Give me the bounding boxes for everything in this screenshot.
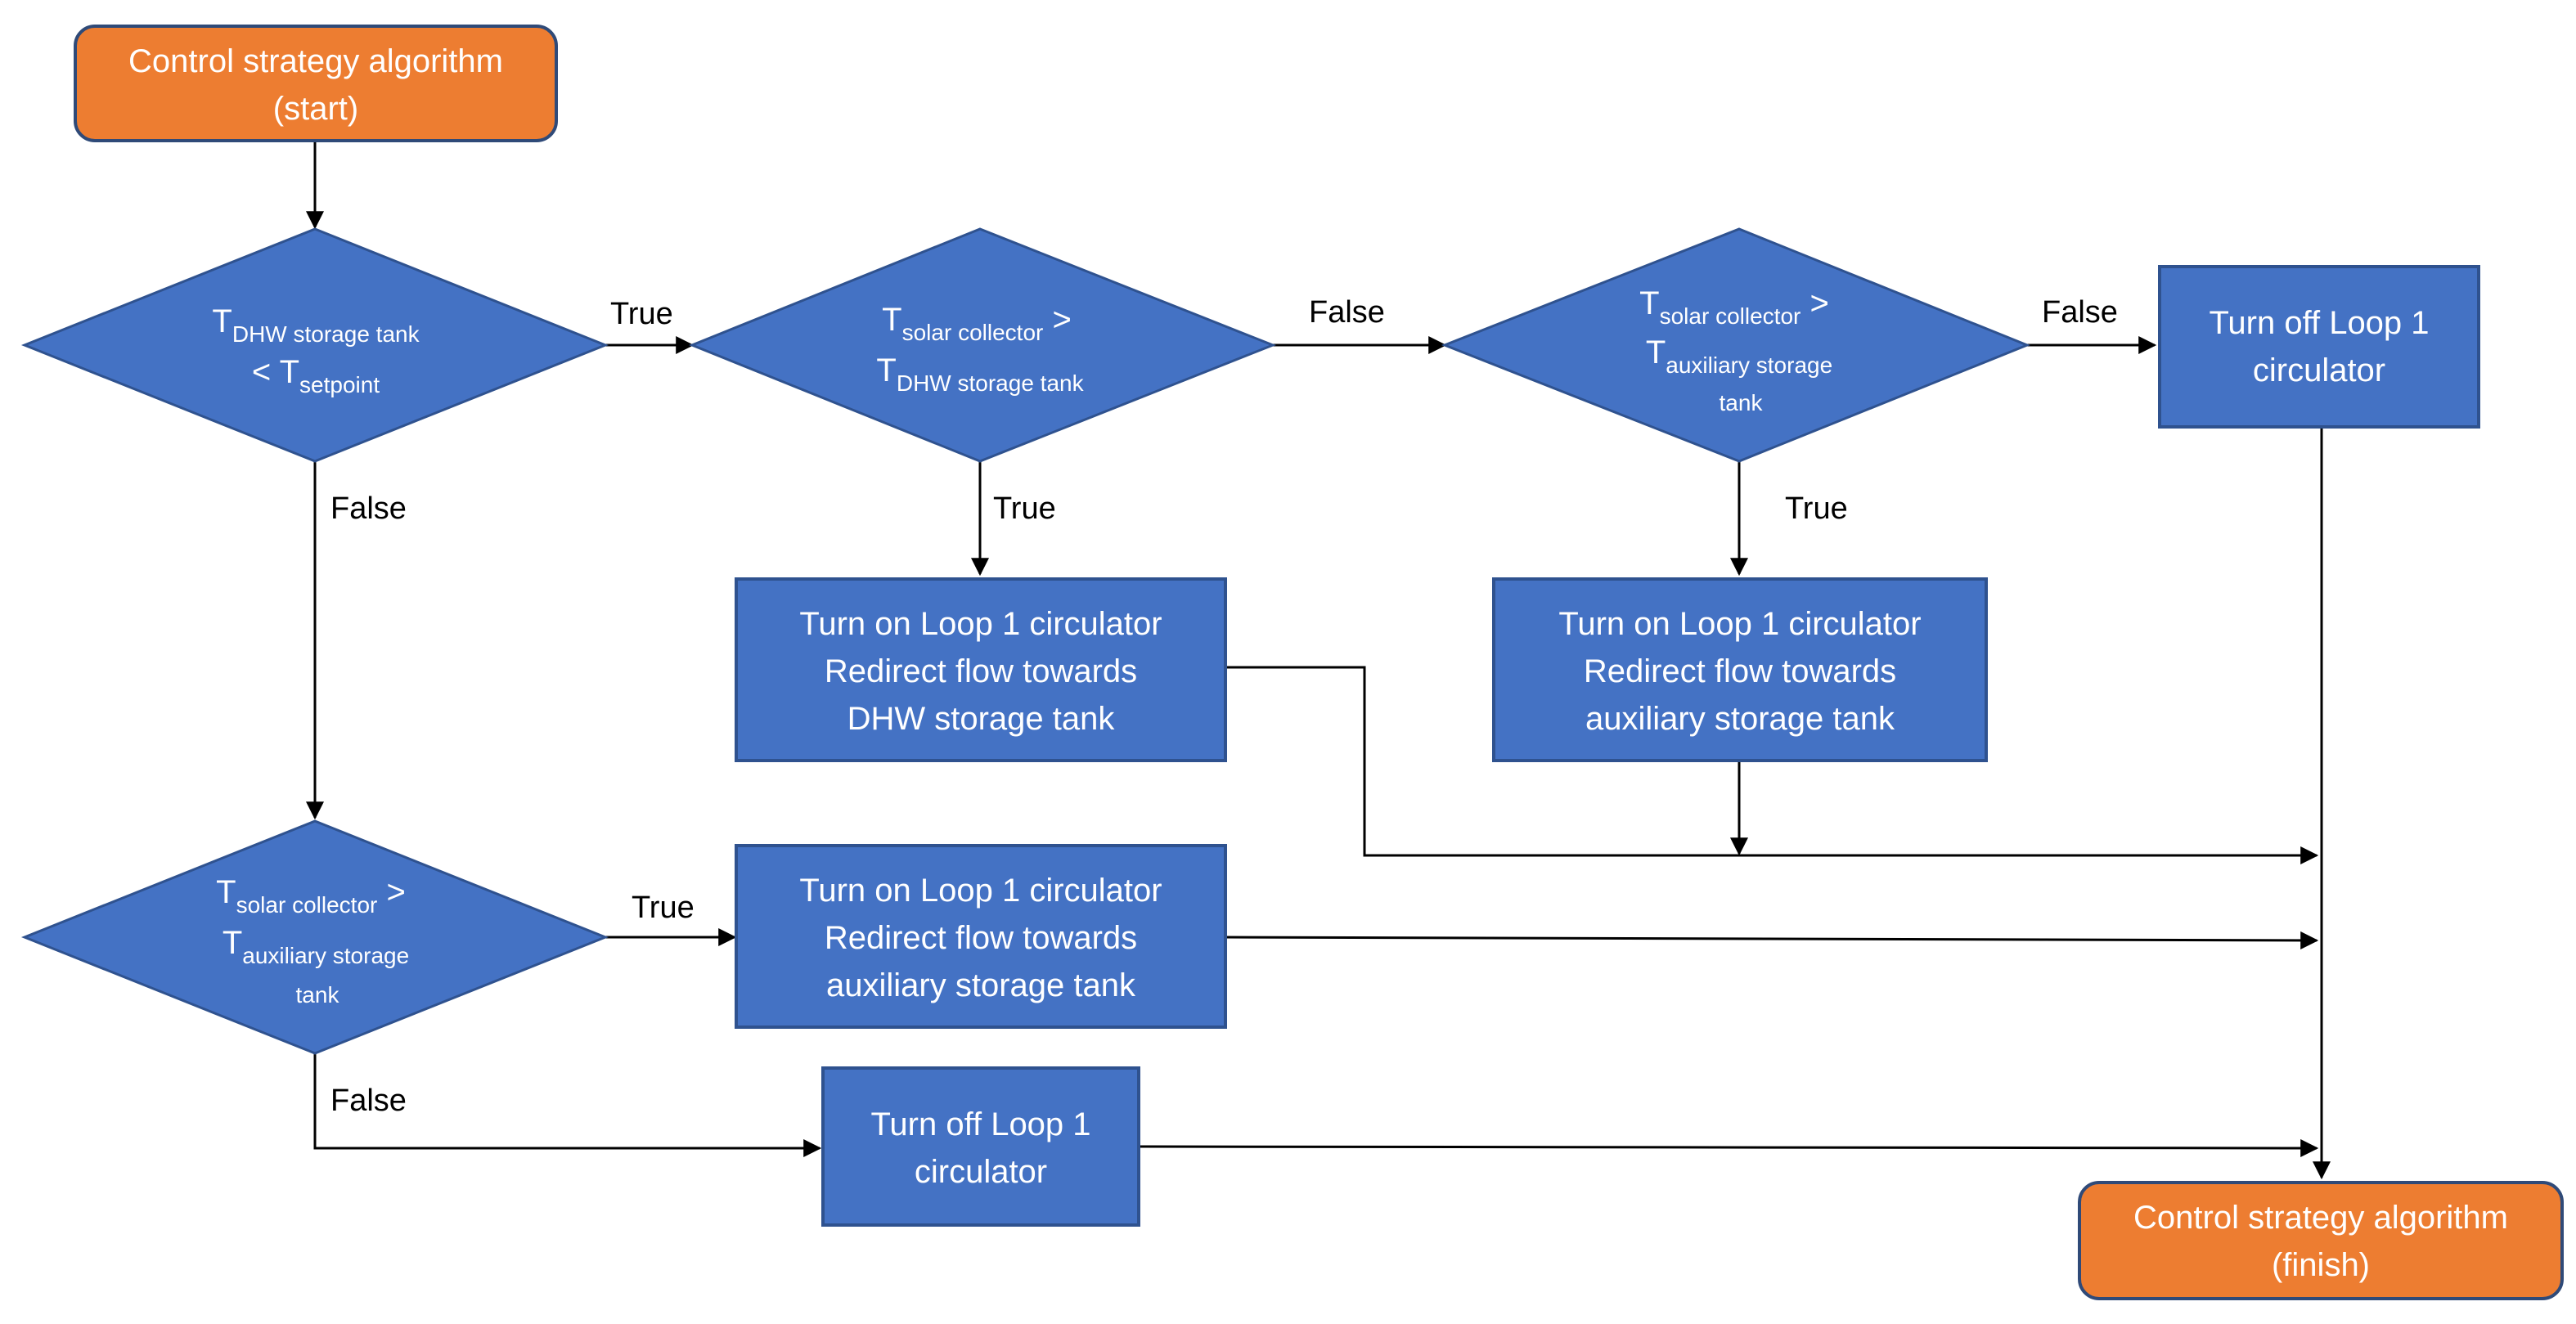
edge-auxmid-to-vertical (1223, 931, 2319, 949)
edge-labels: True False False True False True True Fa… (330, 295, 2118, 1118)
off-top-line2: circulator (2253, 352, 2385, 388)
decision-4-line2: Tauxiliary storage (223, 925, 409, 968)
aux-mid-line1: Turn on Loop 1 circulator (799, 873, 1162, 909)
process-redirect-dhw: Turn on Loop 1 circulator Redirect flow … (735, 577, 1227, 762)
edge-d4-false (313, 1053, 822, 1157)
label-d4-false: False (330, 1084, 407, 1118)
off-bottom-line2: circulator (915, 1154, 1047, 1190)
process-redirect-auxiliary-middle: Turn on Loop 1 circulator Redirect flow … (735, 844, 1227, 1029)
start-terminal: Control strategy algorithm (start) (74, 25, 558, 142)
label-d4-true: True (632, 891, 695, 925)
process-turn-off-top: Turn off Loop 1 circulator (2158, 265, 2480, 429)
edge-dhw-to-merge (1224, 666, 2319, 864)
label-d1-true: True (610, 297, 673, 331)
aux-top-line3: auxiliary storage tank (1585, 701, 1895, 737)
decision-solar-above-auxiliary-bottom: Tsolar collector > Tauxiliary storage ta… (20, 819, 609, 1055)
dhw-box-line1: Turn on Loop 1 circulator (799, 606, 1162, 642)
process-redirect-auxiliary-top: Turn on Loop 1 circulator Redirect flow … (1492, 577, 1988, 762)
decision-4-line3: tank (296, 982, 340, 1008)
off-bottom-line1: Turn off Loop 1 (870, 1106, 1090, 1142)
decision-4-line1: Tsolar collector > (216, 874, 406, 918)
decision-3-line2: Tauxiliary storage (1646, 334, 1832, 378)
decision-solar-above-dhw: Tsolar collector > TDHW storage tank (688, 227, 1277, 463)
dhw-box-line3: DHW storage tank (847, 701, 1116, 737)
label-d2-true: True (993, 491, 1056, 526)
aux-mid-line2: Redirect flow towards (825, 920, 1137, 956)
finish-line1: Control strategy algorithm (2133, 1200, 2508, 1236)
off-top-line1: Turn off Loop 1 (2209, 305, 2429, 341)
finish-line2: (finish) (2272, 1247, 2370, 1283)
aux-top-line2: Redirect flow towards (1584, 653, 1896, 689)
decision-2-line2: TDHW storage tank (876, 352, 1084, 396)
dhw-box-line2: Redirect flow towards (825, 653, 1137, 689)
finish-terminal: Control strategy algorithm (finish) (2078, 1181, 2564, 1300)
decision-1-line2: < Tsetpoint (252, 354, 380, 397)
decision-solar-above-auxiliary-top: Tsolar collector > Tauxiliary storage ta… (1441, 227, 2031, 463)
decision-2-line1: Tsolar collector > (882, 302, 1072, 345)
process-turn-off-bottom: Turn off Loop 1 circulator (821, 1066, 1140, 1227)
start-line1: Control strategy algorithm (128, 43, 503, 79)
decision-dhw-below-setpoint: TDHW storage tank < Tsetpoint (20, 227, 609, 463)
label-d2-false: False (1309, 295, 1385, 330)
start-line2: (start) (273, 91, 358, 127)
label-d3-true: True (1785, 491, 1848, 526)
aux-mid-line3: auxiliary storage tank (826, 967, 1136, 1003)
label-d1-false: False (330, 491, 407, 526)
decision-3-line3: tank (1720, 390, 1764, 415)
edge-offbottom-to-vertical (1135, 1138, 2319, 1157)
label-d3-false: False (2042, 295, 2118, 330)
connectors (306, 141, 2331, 1180)
aux-top-line1: Turn on Loop 1 circulator (1558, 606, 1921, 642)
decision-3-line1: Tsolar collector > (1639, 285, 1829, 329)
decision-1-line1: TDHW storage tank (212, 303, 420, 347)
